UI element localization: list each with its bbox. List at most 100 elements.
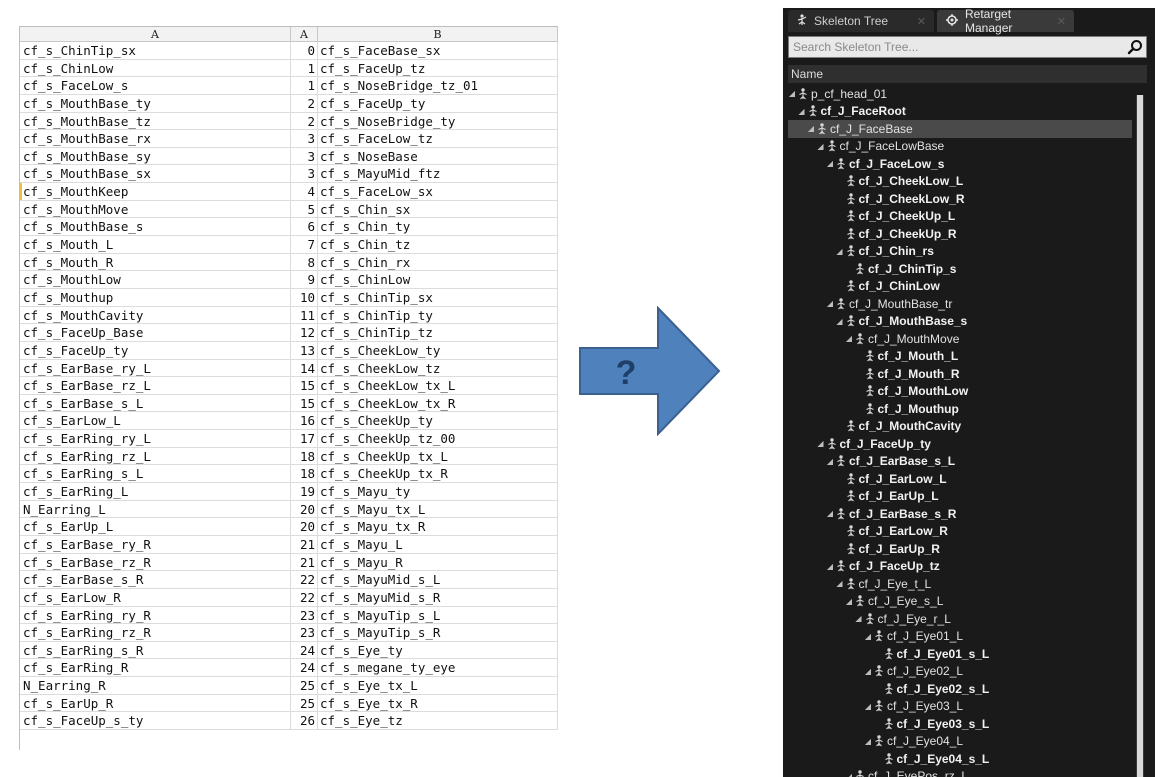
tree-node[interactable]: cf_J_ChinLow [788, 278, 1132, 296]
cell-a[interactable]: cf_s_FaceLow_s [20, 77, 291, 94]
cell-index[interactable]: 22 [291, 588, 318, 606]
cell-b[interactable]: cf_s_Chin_ty [318, 218, 558, 236]
cell-b[interactable]: cf_s_ChinTip_sx [318, 288, 558, 306]
tab-retarget-manager[interactable]: Retarget Manager ✕ [937, 7, 1074, 35]
expand-arrow-icon[interactable]: ◢ [836, 246, 843, 256]
cell-b[interactable]: cf_s_Mayu_ty [318, 483, 558, 500]
tree-node[interactable]: ◢cf_J_MouthMove [788, 330, 1132, 348]
cell-index[interactable]: 20 [291, 518, 318, 535]
tree-node[interactable]: cf_J_MouthCavity [788, 418, 1132, 436]
cell-a[interactable]: cf_s_MouthKeep [20, 183, 291, 200]
tree-node[interactable]: cf_J_Eye03_s_L [788, 715, 1132, 733]
cell-b[interactable]: cf_s_CheekLow_tz [318, 359, 558, 377]
cell-b[interactable]: cf_s_Eye_ty [318, 641, 558, 659]
cell-b[interactable]: cf_s_Chin_sx [318, 200, 558, 218]
tree-node[interactable]: cf_J_EarLow_R [788, 523, 1132, 541]
cell-a[interactable]: cf_s_ChinLow [20, 59, 291, 77]
cell-a[interactable]: cf_s_EarRing_R [20, 659, 291, 677]
cell-a[interactable]: cf_s_EarBase_s_L [20, 394, 291, 412]
expand-arrow-icon[interactable]: ◢ [826, 456, 834, 466]
cell-index[interactable]: 15 [291, 394, 318, 412]
cell-b[interactable]: cf_s_Mayu_tx_L [318, 500, 558, 518]
cell-b[interactable]: cf_s_Mayu_tx_R [318, 518, 558, 535]
cell-index[interactable]: 17 [291, 430, 318, 447]
cell-a[interactable]: N_Earring_L [20, 500, 291, 518]
tree-node[interactable]: ◢cf_J_Eye04_L [788, 733, 1132, 751]
cell-index[interactable]: 23 [291, 606, 318, 624]
tree-node[interactable]: cf_J_Mouth_R [788, 365, 1132, 383]
cell-b[interactable]: cf_s_MayuMid_s_R [318, 588, 558, 606]
tree-node[interactable]: cf_J_Eye02_s_L [788, 680, 1132, 698]
cell-index[interactable]: 3 [291, 130, 318, 147]
expand-arrow-icon[interactable]: ◢ [807, 124, 815, 134]
tree-node[interactable]: cf_J_EarLow_L [788, 470, 1132, 488]
cell-b[interactable]: cf_s_FaceLow_tz [318, 130, 558, 147]
cell-index[interactable]: 23 [291, 624, 318, 641]
cell-b[interactable]: cf_s_NoseBridge_tz_01 [318, 77, 558, 94]
cell-b[interactable]: cf_s_megane_ty_eye [318, 659, 558, 677]
expand-arrow-icon[interactable]: ◢ [798, 106, 805, 116]
tree-node[interactable]: ◢cf_J_Eye01_L [788, 628, 1132, 646]
cell-index[interactable]: 4 [291, 183, 318, 200]
cell-a[interactable]: cf_s_MouthCavity [20, 306, 291, 324]
cell-b[interactable]: cf_s_Chin_tz [318, 236, 558, 253]
cell-b[interactable]: cf_s_CheekUp_tx_R [318, 465, 558, 483]
tree-node[interactable]: ◢cf_J_MouthBase_tr [788, 295, 1132, 313]
cell-a[interactable]: cf_s_MouthLow [20, 271, 291, 288]
cell-b[interactable]: cf_s_MayuTip_s_R [318, 624, 558, 641]
tree-node[interactable]: cf_J_CheekLow_R [788, 190, 1132, 208]
tree-node[interactable]: ◢cf_J_Eye_t_L [788, 575, 1132, 593]
expand-arrow-icon[interactable]: ◢ [864, 631, 872, 641]
tree-node[interactable]: cf_J_CheekLow_L [788, 173, 1132, 191]
cell-b[interactable]: cf_s_FaceUp_tz [318, 59, 558, 77]
column-header-b[interactable]: B [318, 27, 558, 41]
cell-index[interactable]: 25 [291, 694, 318, 712]
expand-arrow-icon[interactable]: ◢ [826, 299, 834, 309]
cell-index[interactable]: 5 [291, 200, 318, 218]
tree-node[interactable]: cf_J_ChinTip_s [788, 260, 1132, 278]
tree-node[interactable]: cf_J_Mouthup [788, 400, 1132, 418]
cell-index[interactable]: 24 [291, 641, 318, 659]
tree-node[interactable]: ◢cf_J_FaceLow_s [788, 155, 1132, 173]
cell-a[interactable]: cf_s_FaceUp_Base [20, 324, 291, 341]
cell-b[interactable]: cf_s_Eye_tz [318, 712, 558, 729]
cell-b[interactable]: cf_s_CheekLow_tx_R [318, 394, 558, 412]
cell-a[interactable]: cf_s_EarLow_R [20, 588, 291, 606]
cell-b[interactable]: cf_s_FaceUp_ty [318, 94, 558, 112]
cell-index[interactable]: 18 [291, 447, 318, 465]
tree-node[interactable]: ◢cf_J_MouthBase_s [788, 313, 1132, 331]
cell-index[interactable]: 9 [291, 271, 318, 288]
cell-a[interactable]: cf_s_EarRing_ry_R [20, 606, 291, 624]
tab-skeleton-tree[interactable]: Skeleton Tree ✕ [788, 10, 934, 32]
cell-a[interactable]: cf_s_EarUp_L [20, 518, 291, 535]
cell-index[interactable]: 7 [291, 236, 318, 253]
cell-index[interactable]: 1 [291, 59, 318, 77]
cell-b[interactable]: cf_s_Eye_tx_R [318, 694, 558, 712]
tree-scrollbar[interactable] [1136, 95, 1144, 777]
cell-a[interactable]: cf_s_ChinTip_sx [20, 42, 291, 59]
cell-a[interactable]: cf_s_EarBase_rz_R [20, 553, 291, 571]
cell-b[interactable]: cf_s_Chin_rx [318, 253, 558, 271]
cell-index[interactable]: 24 [291, 659, 318, 677]
expand-arrow-icon[interactable]: ◢ [845, 596, 853, 606]
tree-node[interactable]: ◢cf_J_EarBase_s_L [788, 453, 1132, 471]
cell-index[interactable]: 15 [291, 377, 318, 394]
cell-b[interactable]: cf_s_Eye_tx_L [318, 677, 558, 694]
column-header-a[interactable]: A [20, 27, 291, 41]
tree-node[interactable]: cf_J_EarUp_L [788, 488, 1132, 506]
tree-node[interactable]: ◢cf_J_FaceUp_ty [788, 435, 1132, 453]
cell-a[interactable]: cf_s_FaceUp_s_ty [20, 712, 291, 729]
column-header-a-index[interactable]: A [291, 27, 318, 41]
cell-index[interactable]: 8 [291, 253, 318, 271]
cell-b[interactable]: cf_s_MayuMid_s_L [318, 571, 558, 588]
cell-b[interactable]: cf_s_FaceLow_sx [318, 183, 558, 200]
tree-node[interactable]: ◢cf_J_FaceBase [788, 120, 1132, 138]
cell-index[interactable]: 21 [291, 535, 318, 553]
expand-arrow-icon[interactable]: ◢ [826, 509, 834, 519]
search-input[interactable] [789, 39, 1127, 55]
cell-index[interactable]: 3 [291, 165, 318, 183]
cell-b[interactable]: cf_s_FaceBase_sx [318, 42, 558, 59]
cell-index[interactable]: 21 [291, 553, 318, 571]
expand-arrow-icon[interactable]: ◢ [836, 579, 843, 589]
cell-a[interactable]: cf_s_EarBase_rz_L [20, 377, 291, 394]
